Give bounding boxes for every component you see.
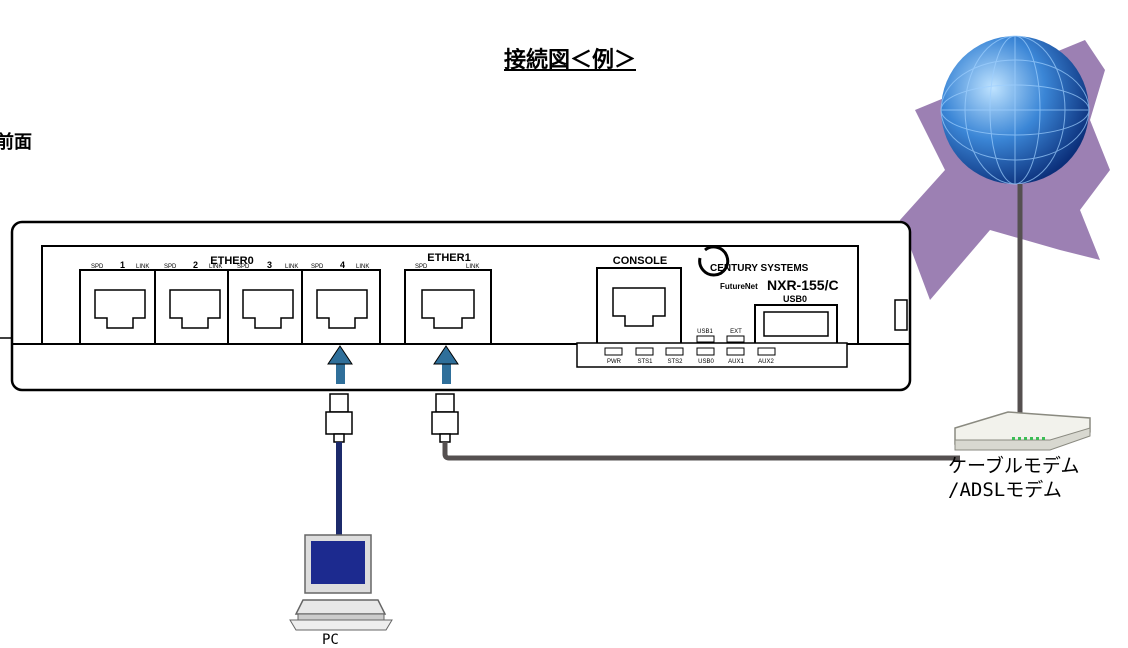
led-panel xyxy=(576,335,848,368)
port2-spd: SPD xyxy=(164,264,177,270)
port1-spd: SPD xyxy=(91,264,104,270)
ether1-link: LINK xyxy=(466,264,479,270)
model-name: NXR-155/C xyxy=(767,277,839,293)
globe-icon xyxy=(940,35,1090,185)
model-prefix: FutureNet xyxy=(720,282,758,291)
port-number-1: 1 xyxy=(120,260,125,270)
led-label-ext: EXT xyxy=(730,329,742,335)
led-label-aux1: AUX1 xyxy=(728,359,744,365)
arrow-to-ether0-port4 xyxy=(327,345,353,384)
front-label: 前面 xyxy=(0,132,32,153)
port2-link: LINK xyxy=(209,264,222,270)
pc-icon xyxy=(289,534,393,631)
ether1-label: ETHER1 xyxy=(427,252,470,264)
ether0-label: ETHER0 xyxy=(210,255,253,267)
brand-name: CENTURY SYSTEMS xyxy=(710,263,809,274)
diagram-title: 接続図＜例＞ xyxy=(503,48,636,73)
usb-port xyxy=(754,304,838,346)
port1-link: LINK xyxy=(136,264,149,270)
ether0-ports xyxy=(79,269,381,345)
port-number-3: 3 xyxy=(267,260,272,270)
port-number-2: 2 xyxy=(193,260,198,270)
modem-label: ケーブルモデム /ADSLモデム xyxy=(948,454,1079,502)
modem-label-line1: ケーブルモデム xyxy=(948,455,1080,477)
arrow-to-ether1-port xyxy=(433,345,459,384)
brand-logo-icon xyxy=(698,245,730,277)
port3-spd: SPD xyxy=(237,264,250,270)
console-port xyxy=(596,267,682,345)
led-label-aux2: AUX2 xyxy=(758,359,774,365)
pc-cable-connector xyxy=(325,393,353,443)
led-label-usb0: USB0 xyxy=(698,359,714,365)
modem-cable-connector xyxy=(431,393,459,443)
port4-spd: SPD xyxy=(311,264,324,270)
led-label-usb1: USB1 xyxy=(697,329,713,335)
ether1-spd: SPD xyxy=(415,264,428,270)
led-label-sts1: STS1 xyxy=(637,359,653,365)
ether1-port xyxy=(404,269,492,345)
usb0-label: USB0 xyxy=(783,294,807,304)
modem-label-line2: /ADSLモデム xyxy=(948,479,1062,501)
modem-cable xyxy=(442,442,960,461)
port4-link: LINK xyxy=(356,264,369,270)
console-label: CONSOLE xyxy=(613,255,667,267)
led-label-sts2: STS2 xyxy=(667,359,683,365)
port3-link: LINK xyxy=(285,264,298,270)
modem-icon xyxy=(954,411,1091,451)
pc-label: PC xyxy=(322,632,339,648)
port-number-4: 4 xyxy=(340,260,345,270)
led-label-pwr: PWR xyxy=(607,359,622,365)
